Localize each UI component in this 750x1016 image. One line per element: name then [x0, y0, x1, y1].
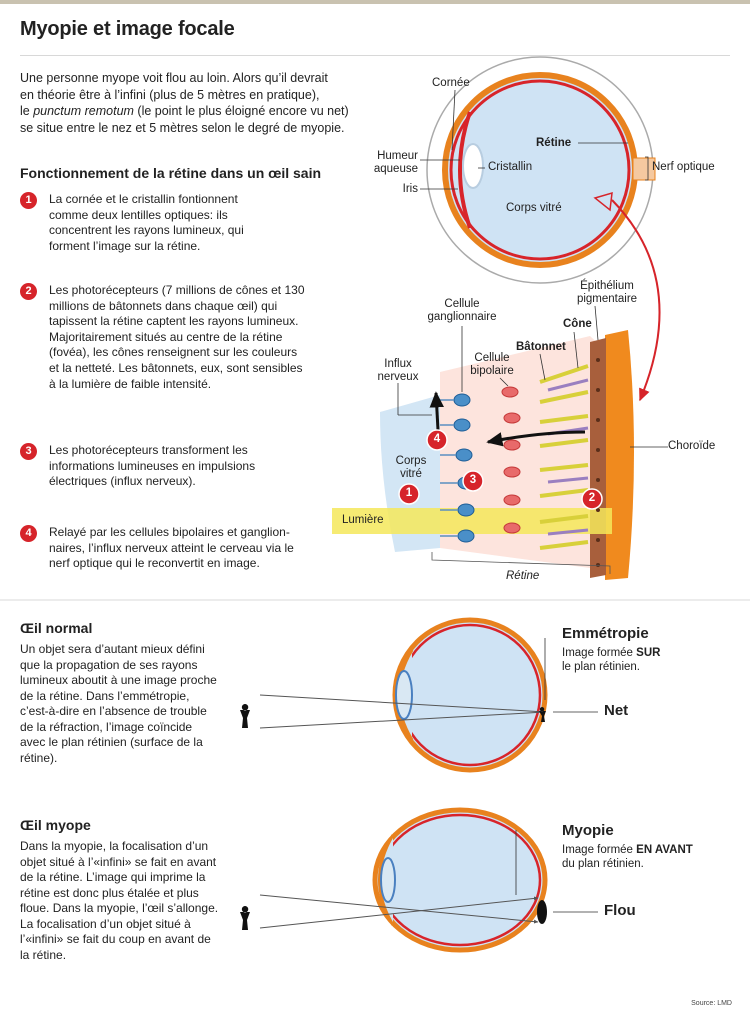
step-number: 4	[20, 525, 37, 542]
label-choroid: Choroïde	[668, 440, 716, 452]
normal-eye-title: Œil normal	[20, 620, 93, 636]
source-credit: Source: LMD	[691, 1000, 732, 1007]
marker-2: 2	[588, 492, 596, 504]
top-bar	[0, 0, 750, 4]
label-retina: Rétine	[536, 137, 572, 149]
myopic-eye-title: Œil myope	[20, 817, 91, 833]
normal-eye-text: Un objet sera d’autant mieux défini que …	[20, 642, 217, 765]
page-title: Myopie et image focale	[20, 18, 235, 40]
marker-4: 4	[433, 433, 441, 445]
flou-label: Flou	[604, 902, 636, 919]
step-number: 2	[20, 283, 37, 300]
eye-cross-section	[420, 56, 661, 402]
net-label: Net	[604, 702, 629, 719]
intro-line: se situe entre le nez et 5 mètres selon …	[20, 120, 345, 135]
normal-eye-diagram	[240, 617, 598, 773]
punctum-remotum: punctum remotum	[33, 104, 134, 118]
myopia-label: Myopie	[562, 822, 614, 839]
step-2: 2 Les photorécepteurs (7 millions de côn…	[20, 283, 320, 392]
title-divider	[20, 55, 730, 56]
label-cornea: Cornée	[432, 77, 470, 89]
marker-3: 3	[469, 474, 477, 486]
step-1: 1 La cornée et le cristallin fontionnent…	[20, 192, 320, 254]
retina-diagram	[332, 305, 668, 580]
label-retina-layer: Rétine	[506, 570, 540, 582]
step-3: 3 Les photorécepteurs transforment les i…	[20, 443, 320, 490]
retina-section-title: Fonctionnement de la rétine dans un œil …	[20, 165, 322, 181]
label-light: Lumière	[342, 514, 384, 526]
step-4: 4 Relayé par les cellules bipolaires et …	[20, 525, 320, 572]
step-number: 3	[20, 443, 37, 460]
myopic-eye-text: Dans la myopie, la focalisation d’un obj…	[20, 839, 219, 962]
label-rod: Bâtonnet	[516, 341, 566, 353]
label-optic-nerve: Nerf optique	[652, 161, 715, 173]
marker-1: 1	[405, 487, 413, 499]
intro-line: en théorie être à l’infini (plus de 5 mè…	[20, 87, 320, 102]
label-iris: Iris	[402, 183, 418, 195]
myopic-eye-diagram	[240, 807, 598, 953]
step-text: Les photorécepteurs (7 millions de cônes…	[49, 283, 305, 391]
intro-line: le punctum remotum (le point le plus élo…	[20, 104, 349, 118]
step-text: Relayé par les cellules bipolaires et ga…	[49, 525, 294, 571]
step-text: La cornée et le cristallin fontionnent c…	[49, 192, 244, 253]
label-cone: Cône	[563, 318, 592, 330]
emmetropia-label: Emmétropie	[562, 625, 649, 642]
intro-line: Une personne myope voit flou au loin. Al…	[20, 71, 328, 85]
label-vitreous: Corps vitré	[506, 202, 562, 214]
intro-text: Une personne myope voit flou au loin. Al…	[20, 70, 360, 136]
step-number: 1	[20, 192, 37, 209]
step-text: Les photorécepteurs transforment les inf…	[49, 443, 256, 489]
label-lens: Cristallin	[488, 161, 533, 173]
